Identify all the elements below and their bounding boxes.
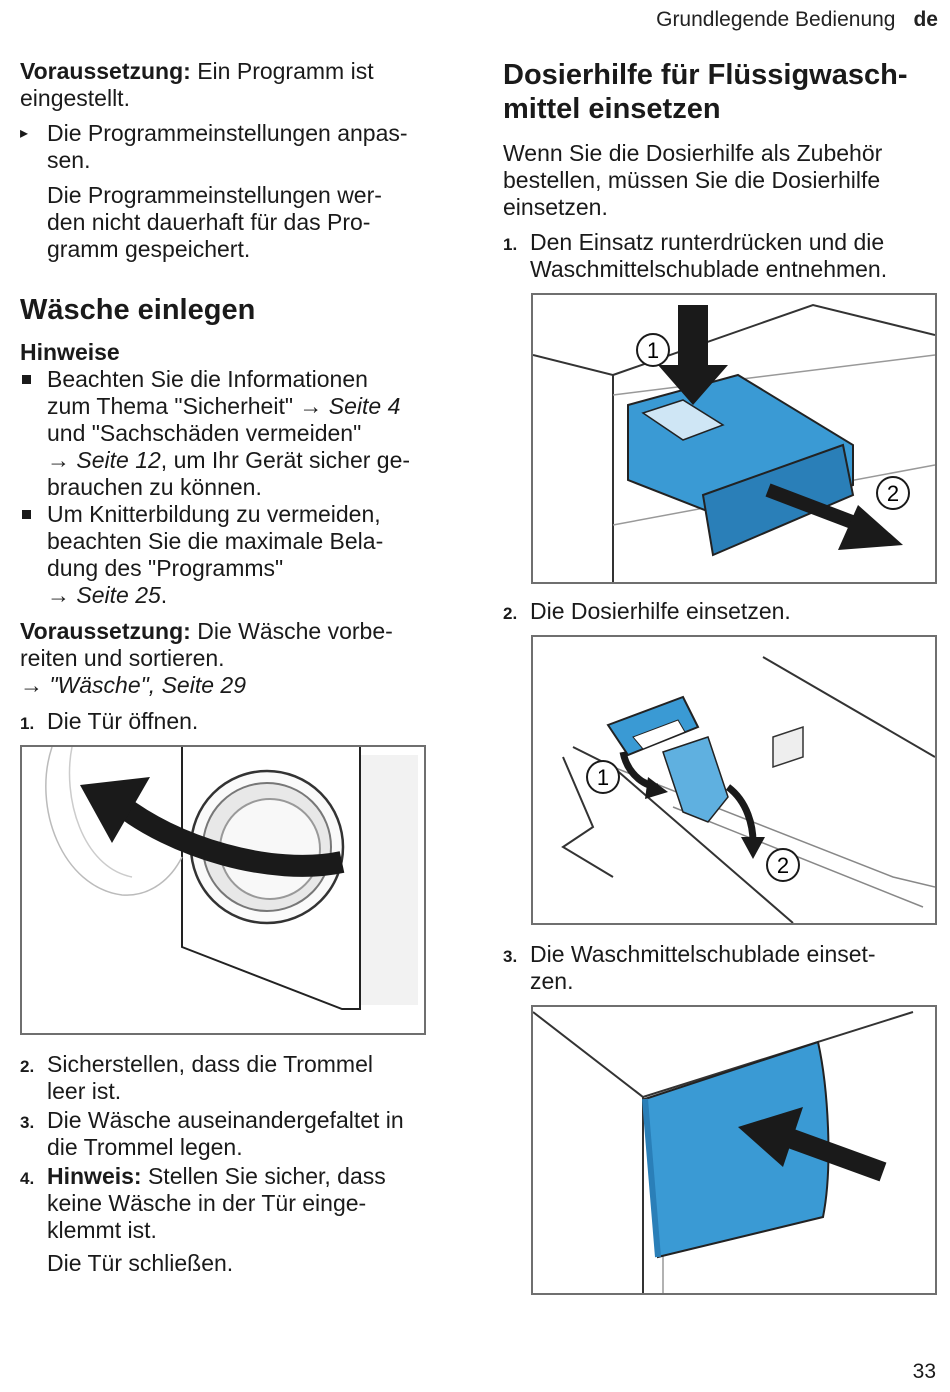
link-seite-25[interactable]: Seite 25	[76, 582, 161, 608]
intro-text: Wenn Sie die Dosierhilfe als Zubehör bes…	[503, 140, 883, 220]
dosier-step-1: 1. Den Einsatz runterdrücken und die Was…	[503, 229, 888, 282]
link-seite-12[interactable]: Seite 12	[76, 447, 161, 473]
step-3: 3. Die Wäsche auseinandergefaltet in die…	[20, 1107, 404, 1160]
notes-title: Hinweise	[20, 339, 120, 365]
running-header: Grundlegende Bedienung de	[656, 8, 938, 32]
link-seite-4[interactable]: Seite 4	[328, 393, 401, 419]
section-heading-dosierhilfe: Dosierhilfe für Flüssigwasch- mittel ein…	[503, 59, 908, 125]
prerequisite-1-text: Ein Programm ist eingestellt.	[20, 58, 374, 111]
door-open-illustration	[45, 747, 418, 1010]
result-1: Die Programmeinstellungen wer- den nicht…	[47, 182, 382, 262]
left-column: Voraussetzung: Ein Programm ist eingeste…	[20, 58, 460, 1277]
link-waesche-seite-29[interactable]: "Wäsche", Seite 29	[49, 672, 246, 698]
fig2-label-2: 2	[777, 853, 789, 878]
section-heading-waesche: Wäsche einlegen	[20, 294, 256, 326]
figure-insert-dosing-aid: 1 2	[531, 635, 937, 925]
header-lang: de	[913, 8, 938, 31]
fig2-label-1: 1	[597, 765, 609, 790]
figure-insert-drawer	[531, 1005, 937, 1295]
insert-drawer-illustration	[533, 1011, 914, 1293]
dosier-step-2: 2. Die Dosierhilfe einsetzen.	[503, 598, 791, 624]
step-1: 1. Die Tür öffnen.	[20, 708, 199, 734]
fig1-label-2: 2	[887, 481, 899, 506]
dosier-step-3: 3. Die Waschmittelschublade einset- zen.	[503, 941, 876, 994]
triangle-bullet-icon: ▸	[20, 125, 29, 142]
note-2: Um Knitterbildung zu vermeiden, beachten…	[20, 501, 460, 609]
step-2: 2. Sicherstellen, dass die Trommel leer …	[20, 1051, 373, 1104]
action-1: ▸ Die Programmeinstellungen anpas- sen.	[20, 120, 408, 173]
prerequisite-2: Voraussetzung: Die Wäsche vorbe- reiten …	[20, 618, 393, 698]
fig1-label-1: 1	[647, 338, 659, 363]
square-bullet-icon	[22, 375, 31, 384]
note-1: Beachten Sie die Informationen zum Thema…	[20, 366, 460, 501]
prerequisite-1: Voraussetzung: Ein Programm ist eingeste…	[20, 58, 374, 111]
page-number: 33	[912, 1360, 936, 1383]
step-4: 4. Hinweis: Stellen Sie sicher, dass kei…	[20, 1163, 386, 1243]
insert-dosing-aid-illustration: 1 2	[561, 656, 935, 923]
square-bullet-icon	[22, 510, 31, 519]
remove-drawer-illustration: 1 2	[533, 303, 935, 582]
right-column: Dosierhilfe für Flüssigwasch- mittel ein…	[503, 58, 937, 1295]
figure-door-open	[20, 745, 426, 1035]
header-section: Grundlegende Bedienung	[656, 8, 896, 31]
figure-remove-drawer: 1 2	[531, 293, 937, 584]
final-action: Die Tür schließen.	[47, 1250, 234, 1276]
